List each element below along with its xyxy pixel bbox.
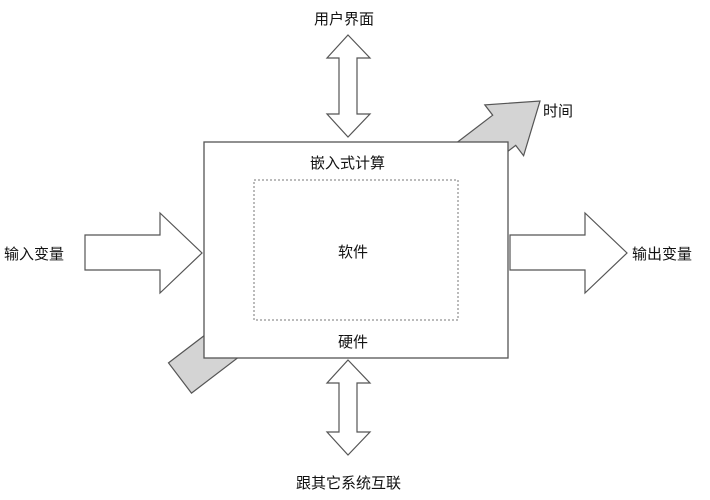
user-interface-label: 用户界面: [314, 10, 375, 28]
input-arrow: [84, 211, 203, 295]
software-label: 软件: [338, 243, 369, 261]
interconnect-label: 跟其它系统互联: [296, 474, 402, 492]
user-interface-arrow: [325, 34, 372, 138]
software-box: [253, 179, 459, 321]
output-variables-label: 输出变量: [632, 245, 693, 263]
hardware-label: 硬件: [338, 333, 369, 351]
time-label: 时间: [543, 102, 574, 120]
output-arrow: [509, 211, 628, 295]
embedded-computing-box: [203, 141, 509, 359]
embedded-computing-label: 嵌入式计算: [310, 154, 386, 172]
input-variables-label: 输入变量: [4, 245, 65, 263]
interconnect-arrow: [325, 359, 372, 456]
